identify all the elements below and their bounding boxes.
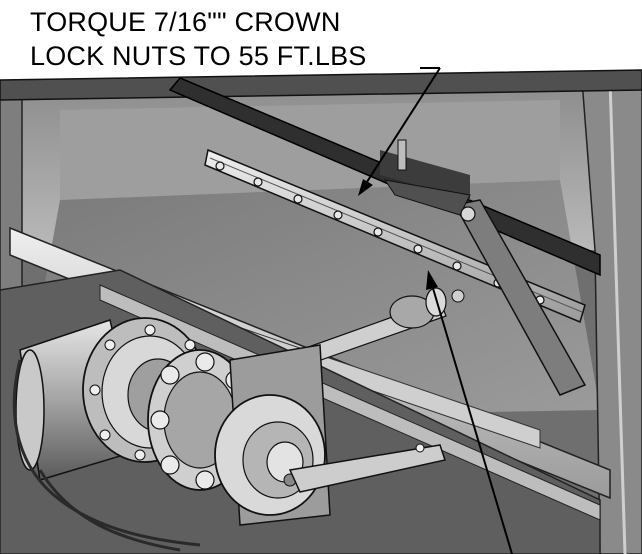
lock-nut [413, 244, 423, 254]
lock-nut [293, 194, 303, 204]
paddle-plate [383, 139, 587, 396]
drive-shaft [299, 287, 465, 367]
leader-line-top [364, 67, 441, 186]
leader-line-bottom [431, 284, 513, 554]
lock-nut [253, 177, 263, 187]
callout-line-2: LOCK NUTS TO 55 FT.LBS [30, 41, 367, 71]
arrowhead-top [358, 179, 373, 196]
lock-nut [333, 210, 343, 220]
arrowhead-bottom [426, 270, 438, 290]
lock-nut [373, 227, 383, 237]
bearing-hub [214, 344, 331, 526]
lock-nut [452, 261, 462, 271]
callout-line-1: TORQUE 7/16"" CROWN [30, 7, 341, 37]
hydraulic-hoses [12, 359, 201, 552]
leader-arrows [358, 67, 513, 554]
bracket-arm [288, 443, 446, 493]
lock-nut [215, 161, 225, 171]
